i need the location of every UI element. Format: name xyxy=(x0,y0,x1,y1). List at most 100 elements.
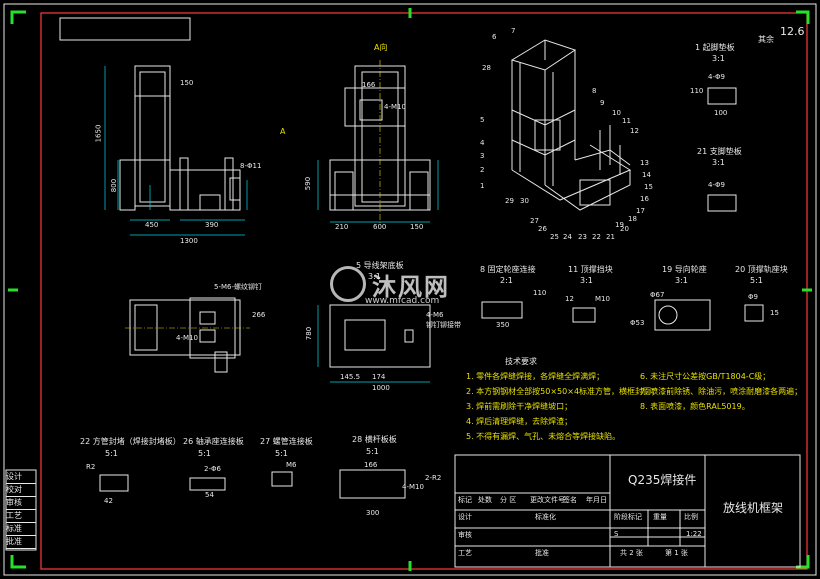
dim-side-w2: 150 xyxy=(410,223,424,231)
p20-h: 15 xyxy=(770,309,779,317)
dim-front-h2: 800 xyxy=(110,178,119,193)
stage-mark-label: 阶段标记 xyxy=(614,513,642,521)
p1-w: 100 xyxy=(714,109,728,117)
a-view-label: A向 xyxy=(374,43,388,52)
part-scale-8: 2:1 xyxy=(500,276,513,285)
part-label-26: 26 轴承座连接板 xyxy=(183,437,244,446)
part-label-1: 1 起脚垫板 xyxy=(695,43,735,52)
side-cell: 标准 xyxy=(6,523,36,536)
balloon: 14 xyxy=(642,171,651,179)
dim-front-w2: 390 xyxy=(205,221,219,229)
balloon: 20 xyxy=(620,225,629,233)
balloon: 4 xyxy=(480,139,485,147)
part-label-27: 27 螺管连接板 xyxy=(260,437,313,446)
material: Q235焊接件 xyxy=(628,473,697,487)
plan-d1: 266 xyxy=(252,311,266,319)
part-scale-27: 5:1 xyxy=(275,449,288,458)
scale-value: 1:22 xyxy=(686,530,702,538)
base-note: 铆钉铆接带 xyxy=(426,321,461,329)
balloon: 30 xyxy=(520,197,529,205)
side-table-frame xyxy=(5,469,37,551)
review-label: 审核 xyxy=(458,531,472,539)
balloon: 10 xyxy=(612,109,621,117)
rev-col: 签名 xyxy=(563,496,577,504)
p11-m: M10 xyxy=(595,295,610,303)
dim-side-h: 590 xyxy=(304,176,313,191)
base-dims xyxy=(317,305,430,383)
p28-w: 300 xyxy=(366,509,380,517)
part-label-20: 20 顶撑轨座块 xyxy=(735,265,788,274)
plan-m1: 5-M6-螺纹铆钉 xyxy=(214,283,262,291)
tech-item: 7. 喷漆前除锈、除油污，喷涂耐磨漆各两遍； xyxy=(640,387,803,396)
p28-r: 2-R2 xyxy=(425,474,442,482)
sheets-total: 共 2 张 xyxy=(620,549,643,557)
p28-d: 166 xyxy=(364,461,378,469)
base-h: 780 xyxy=(305,326,314,341)
drawing-name: 放线机框架 xyxy=(723,501,784,515)
balloon: 26 xyxy=(538,225,547,233)
balloon: 1 xyxy=(480,182,485,190)
p1-m: 4-Φ9 xyxy=(708,73,725,81)
tech-item: 1. 零件各焊缝焊接，各焊缝全焊满焊； xyxy=(466,372,605,381)
roughness-value: 12.6 xyxy=(780,25,805,38)
balloon: 18 xyxy=(628,215,637,223)
dim-front-w1: 450 xyxy=(145,221,159,229)
rev-col: 年月日 xyxy=(586,496,607,504)
part-label-21: 21 支脚垫板 xyxy=(697,147,742,156)
title-block-frame xyxy=(454,454,801,568)
watermark-text: 沐风网 xyxy=(372,272,450,301)
dim-front-h: 1650 xyxy=(94,124,103,143)
rev-col: 处数 xyxy=(478,496,492,504)
approve-label: 批准 xyxy=(535,549,549,557)
tech-item: 4. 焊后清理焊缝，去除焊渣； xyxy=(466,417,573,426)
balloon: 17 xyxy=(636,207,645,215)
weight-label: 重量 xyxy=(653,513,667,521)
scale-label: 比例 xyxy=(684,513,698,521)
roughness-label: 其余 xyxy=(758,35,774,44)
outer-border xyxy=(3,3,817,576)
dim-front-width: 1300 xyxy=(180,237,198,245)
p19-d2: Φ53 xyxy=(630,319,645,327)
part-label-28: 28 横杆板板 xyxy=(352,435,397,444)
front-dims xyxy=(104,66,248,236)
part-scale-19: 3:1 xyxy=(675,276,688,285)
dim-side-w1: 210 xyxy=(335,223,349,231)
p1-h: 110 xyxy=(690,87,704,95)
part-label-5: 5 导线架底板 xyxy=(356,261,404,270)
balloon: 12 xyxy=(630,127,639,135)
p26-m: 2-Φ6 xyxy=(204,465,221,473)
rev-col: 分 区 xyxy=(500,496,517,504)
rev-col: 更改文件号 xyxy=(530,496,565,504)
balloon: 29 xyxy=(505,197,514,205)
balloon: 7 xyxy=(511,27,516,35)
p11-w: 12 xyxy=(565,295,574,303)
part-scale-22: 5:1 xyxy=(105,449,118,458)
a-arrow-label: A xyxy=(280,127,286,136)
tech-item: 8. 表面喷漆，颜色RAL5019。 xyxy=(640,402,750,411)
balloon: 21 xyxy=(606,233,615,241)
dim-side-w: 600 xyxy=(373,223,387,231)
part-label-8: 8 固定轮座连接 xyxy=(480,265,536,274)
balloon: 23 xyxy=(578,233,587,241)
plan-m2: 4-M10 xyxy=(176,334,198,342)
part-scale-1: 3:1 xyxy=(712,54,725,63)
balloon: 5 xyxy=(480,116,485,124)
p21-m: 4-Φ9 xyxy=(708,181,725,189)
base-w2: 174 xyxy=(372,373,386,381)
balloon: 8 xyxy=(592,87,597,95)
p19-d: Φ67 xyxy=(650,291,665,299)
p22-d: R2 xyxy=(86,463,96,471)
watermark-url: www.mfcad.com xyxy=(365,296,440,306)
balloon: 11 xyxy=(622,117,631,125)
balloon: 2 xyxy=(480,166,485,174)
small-parts xyxy=(99,87,764,499)
tag-box xyxy=(59,17,191,41)
balloon: 27 xyxy=(530,217,539,225)
tech-item: 2. 本方钢钢材全部按50×50×4标准方管，横框封面； xyxy=(466,387,660,396)
side-cell: 工艺 xyxy=(6,510,36,523)
part-scale-11: 3:1 xyxy=(580,276,593,285)
base-w: 1000 xyxy=(372,384,390,392)
tech-item: 6. 未注尺寸公差按GB/T1804-C级； xyxy=(640,372,771,381)
tech-item: 5. 不得有漏焊、气孔、未熔合等焊接缺陷。 xyxy=(466,432,621,441)
